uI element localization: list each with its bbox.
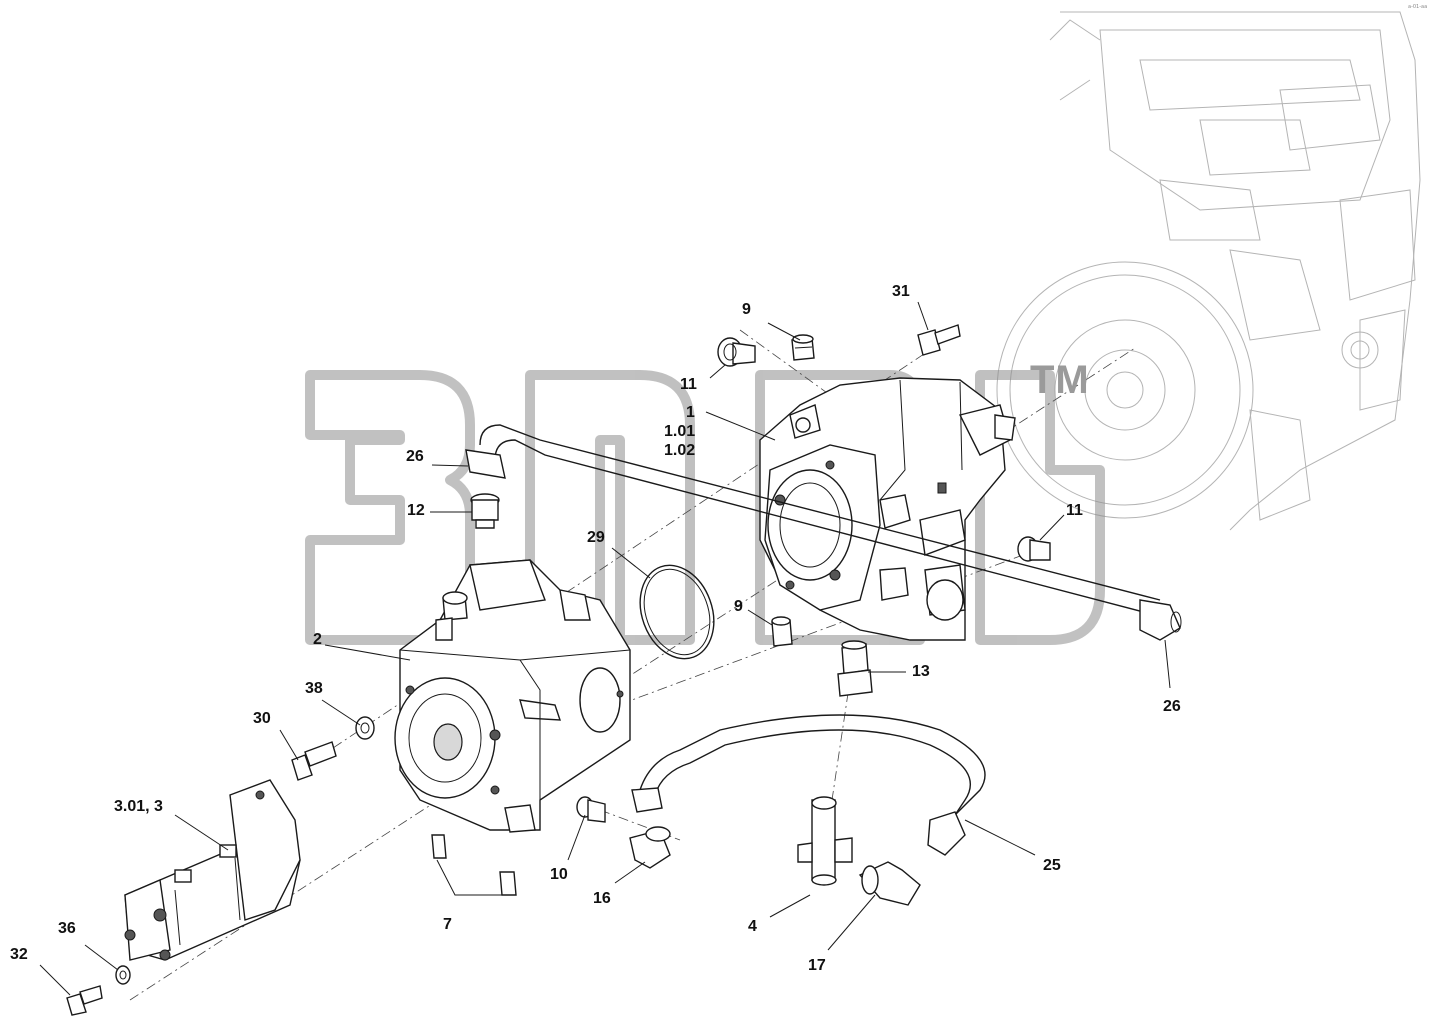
- callout-3-01-3: 3.01, 3: [114, 798, 163, 815]
- trademark-symbol: TM: [1030, 358, 1090, 402]
- fitting-12: [470, 493, 500, 529]
- bolt-30: [291, 741, 337, 781]
- leader-lines: [39, 301, 1171, 996]
- hose-25: [631, 714, 986, 856]
- fitting-13: [837, 640, 873, 697]
- washer-38: [355, 716, 375, 740]
- callout-29: 29: [587, 529, 605, 546]
- callout-12: 12: [407, 502, 425, 519]
- fitting-11-right: [1017, 536, 1051, 562]
- callout-7: 7: [443, 916, 452, 933]
- callout-1: 1: [686, 404, 695, 421]
- callout-1-01: 1.01: [664, 423, 696, 440]
- fitting-11-top: [717, 337, 756, 367]
- tee-4: [797, 796, 853, 886]
- callout-11-right: 11: [1066, 502, 1083, 519]
- engine-background: [996, 11, 1421, 531]
- elbow-16: [629, 826, 671, 869]
- callout-11-top: 11: [680, 376, 697, 393]
- fittings-7: [431, 834, 517, 896]
- callout-25: 25: [1043, 857, 1061, 874]
- washer-36: [115, 965, 131, 985]
- bolt-32: [66, 985, 103, 1016]
- callout-9-top: 9: [742, 301, 751, 318]
- gear-pump-3: [124, 779, 301, 961]
- callout-32: 32: [10, 946, 28, 963]
- bolt-31: [917, 324, 961, 356]
- callout-26-right: 26: [1163, 698, 1181, 715]
- fitting-9-top: [791, 334, 815, 361]
- callout-1-02: 1.02: [664, 442, 696, 459]
- fitting-10: [576, 796, 606, 823]
- elbow-17: [858, 861, 921, 906]
- callout-26-top: 26: [406, 448, 424, 465]
- callout-9-lower: 9: [734, 598, 743, 615]
- callout-17: 17: [808, 957, 826, 974]
- drawing-code: a-01-aa: [1408, 4, 1428, 10]
- pump-2: [394, 559, 631, 833]
- fitting-9-lower: [771, 616, 793, 647]
- main-pump-1: [759, 377, 1016, 641]
- callout-30: 30: [253, 710, 271, 727]
- hose-26: [465, 424, 1182, 641]
- callout-10: 10: [550, 866, 568, 883]
- callout-38: 38: [305, 680, 323, 697]
- callout-36: 36: [58, 920, 76, 937]
- callout-13: 13: [912, 663, 930, 680]
- callout-4: 4: [748, 918, 757, 935]
- o-ring-29: [639, 564, 715, 660]
- callout-31: 31: [892, 283, 910, 300]
- callout-16: 16: [593, 890, 611, 907]
- callout-2: 2: [313, 631, 322, 648]
